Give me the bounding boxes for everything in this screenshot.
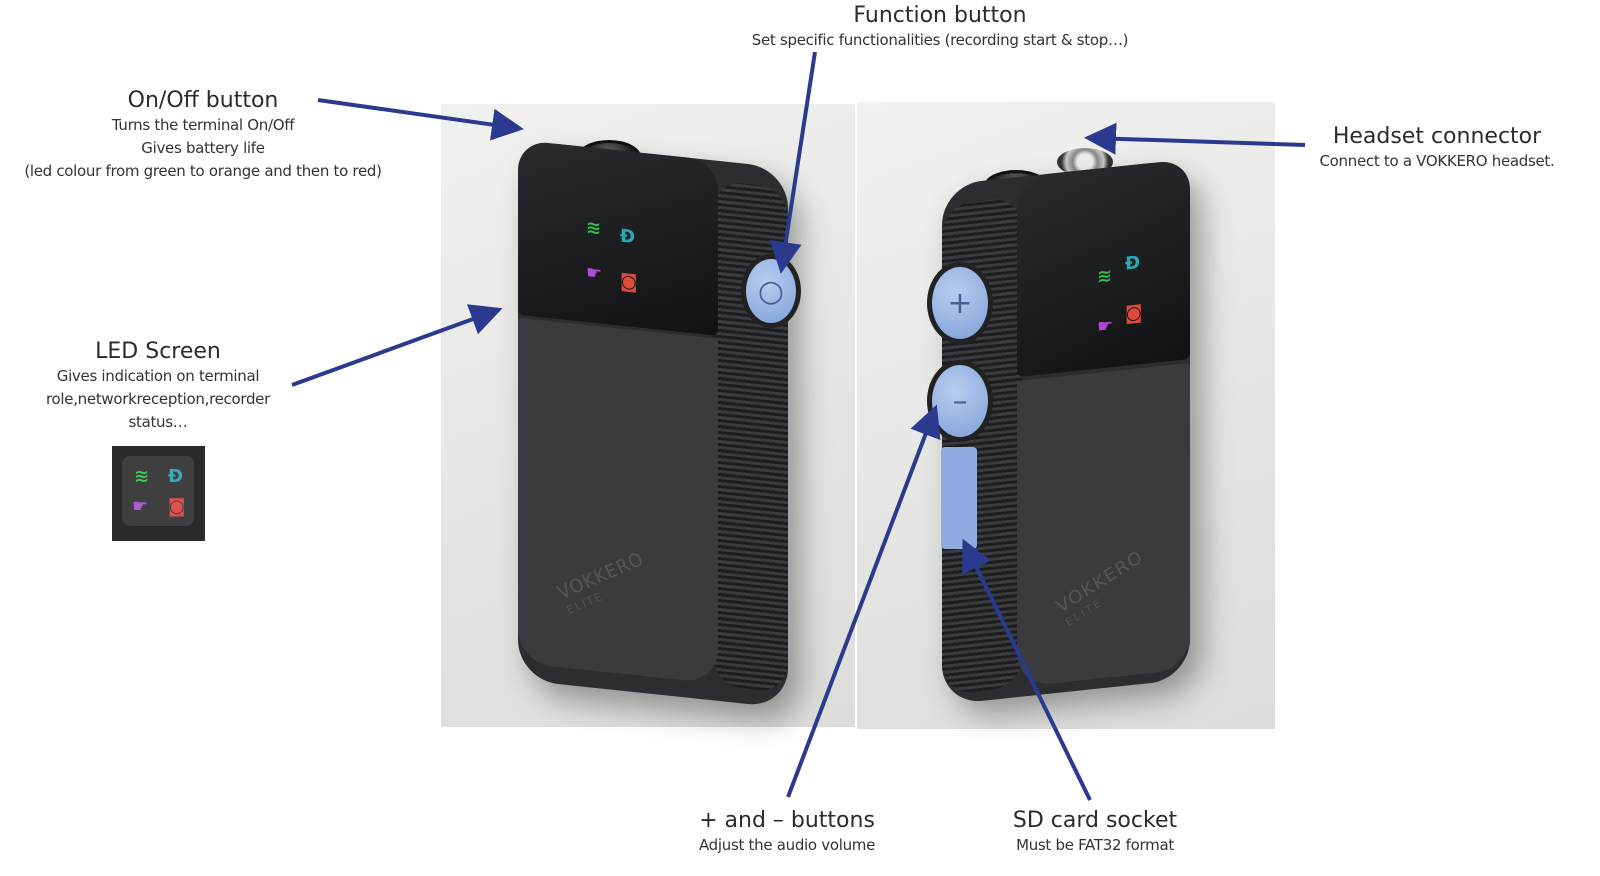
minus-glyph: – (952, 383, 968, 419)
led-line: role,networkreception,recorder (46, 390, 270, 408)
led-title: LED Screen (95, 339, 221, 364)
onoff-line: Gives battery life (141, 139, 265, 157)
volume-up-button[interactable]: + (927, 262, 993, 344)
led-line: Gives indication on terminal (56, 367, 260, 385)
led-line: status… (128, 413, 188, 431)
volume-title: + and – buttons (699, 808, 875, 833)
onoff-line: (led colour from green to orange and the… (24, 162, 382, 180)
sd-title: SD card socket (1012, 808, 1178, 833)
arrow-function (769, 51, 817, 274)
arrow-sd (962, 538, 1092, 801)
sd-line: Must be FAT32 format (1016, 836, 1174, 854)
sd-label: SD card socket Must be FAT32 format (1013, 808, 1177, 857)
headset-line: Connect to a VOKKERO headset. (1319, 152, 1555, 170)
function-line: Set specific functionalities (recording … (751, 31, 1129, 49)
onoff-line: Turns the terminal On/Off (111, 116, 295, 134)
function-glyph: ○ (757, 273, 785, 309)
headset-label: Headset connector Connect to a VOKKERO h… (1320, 124, 1555, 173)
arrow-volume (786, 404, 941, 798)
led-screen-thumbnail: ≋ Ɖ ☛ ◙ (112, 446, 205, 541)
arrow-headset (1084, 122, 1306, 155)
onoff-label: On/Off button Turns the terminal On/Off … (24, 88, 382, 183)
sd-card-cover[interactable] (941, 447, 977, 549)
arrow-onoff (317, 98, 524, 141)
volume-label: + and – buttons Adjust the audio volume (699, 808, 875, 857)
role-icon: Ɖ (168, 466, 184, 487)
function-label: Function button Set specific functionali… (751, 3, 1129, 52)
led-label: LED Screen Gives indication on terminal … (46, 339, 270, 434)
onoff-title: On/Off button (127, 88, 279, 113)
volume-line: Adjust the audio volume (698, 836, 876, 854)
hand-icon: ☛ (132, 496, 149, 517)
headset-title: Headset connector (1332, 124, 1542, 149)
function-title: Function button (853, 3, 1027, 28)
record-icon: ◙ (168, 496, 186, 517)
plus-glyph: + (947, 285, 973, 321)
wifi-icon: ≋ (134, 466, 150, 487)
arrow-led (291, 304, 503, 387)
